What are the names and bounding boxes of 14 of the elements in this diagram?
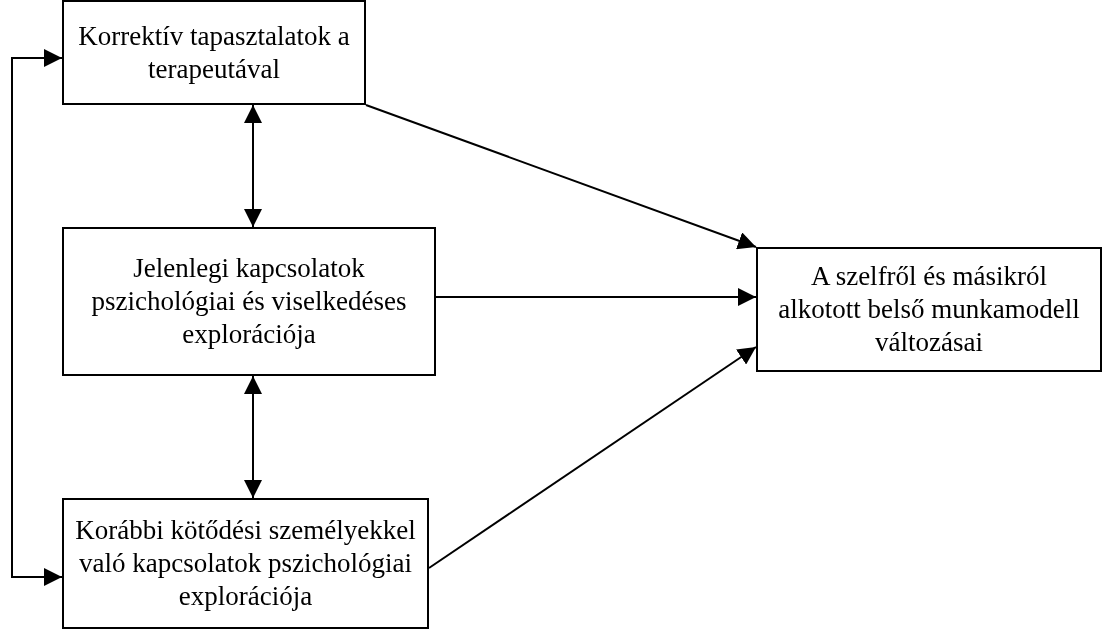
process-box xyxy=(756,247,1102,372)
box-label: Korrektív tapasztalatok a terapeutával xyxy=(77,19,351,86)
box-label: A szelfről és másikról alkotott belső munkamodell változásai xyxy=(777,260,1081,359)
arrow xyxy=(11,49,63,586)
box-label: Jelenlegi kapcsolatok pszichológiai és viselkedéses explorációja xyxy=(90,252,408,351)
arrow xyxy=(244,104,262,228)
process-box xyxy=(62,0,366,105)
arrow xyxy=(244,375,262,499)
arrow xyxy=(428,346,757,569)
arrow xyxy=(365,104,757,250)
process-box xyxy=(62,498,429,629)
box-label: Korábbi kötődési személyekkel való kapcsolatok pszichológiai explorációja xyxy=(74,514,417,613)
process-box xyxy=(62,227,436,376)
arrow xyxy=(435,288,757,306)
